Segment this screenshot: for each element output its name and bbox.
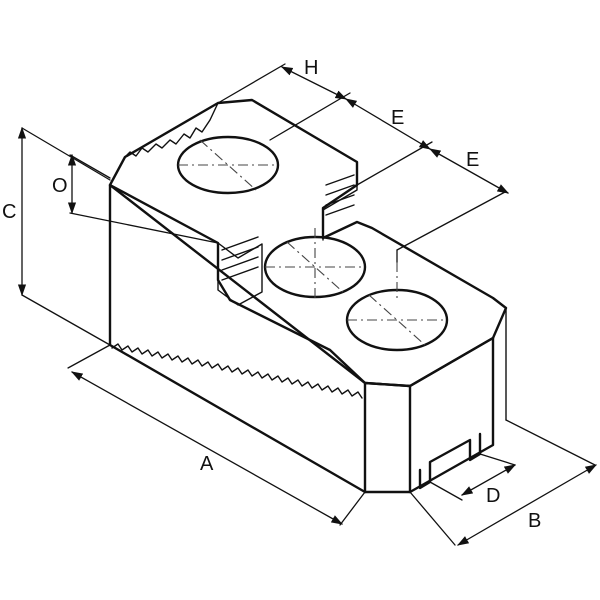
- centerline-d3: [368, 294, 426, 346]
- dimension-lines: [17, 66, 598, 546]
- dim-e2: [428, 148, 510, 194]
- ext-o-bottom: [69, 212, 219, 244]
- ext-d-right: [479, 453, 516, 466]
- centerline-d1: [199, 139, 257, 191]
- end-face: [363, 381, 412, 494]
- ext-c-bottom: [21, 294, 111, 346]
- centerline-d2: [286, 241, 344, 293]
- label-e1: E: [391, 107, 404, 129]
- ext-h-left: [217, 63, 286, 104]
- ext-b-right: [505, 419, 596, 466]
- label-b: B: [528, 510, 541, 532]
- ext-o-top: [69, 154, 111, 179]
- dimension-labels: H E E O C A D B: [2, 57, 541, 532]
- ext-e-right: [396, 191, 506, 251]
- ext-a-right: [339, 491, 366, 526]
- step-serrations: [221, 174, 355, 281]
- ext-a-left: [67, 344, 111, 369]
- ext-d-left: [429, 481, 463, 501]
- dim-b: [456, 464, 598, 546]
- ext-b-left: [409, 491, 456, 546]
- front-face: [108, 183, 367, 494]
- dim-h: [280, 66, 348, 100]
- jaw-body: [108, 98, 508, 494]
- step-riser-left: [217, 242, 263, 306]
- holes: [176, 135, 449, 352]
- dim-d: [460, 464, 517, 496]
- label-d: D: [486, 485, 500, 507]
- step-riser-top: [322, 161, 358, 241]
- top-serration: [124, 102, 219, 158]
- bottom-groove: [418, 432, 482, 490]
- extension-lines: [21, 63, 596, 546]
- label-e2: E: [466, 149, 479, 171]
- dim-e1: [344, 98, 432, 150]
- ext-e-mid: [356, 141, 433, 186]
- label-o: O: [52, 175, 68, 197]
- top-face: [108, 98, 508, 388]
- label-c: C: [2, 201, 16, 223]
- label-h: H: [304, 57, 318, 79]
- dim-a: [70, 371, 344, 525]
- ext-h-right: [269, 92, 351, 141]
- ext-c-top: [21, 127, 111, 181]
- label-a: A: [200, 453, 214, 475]
